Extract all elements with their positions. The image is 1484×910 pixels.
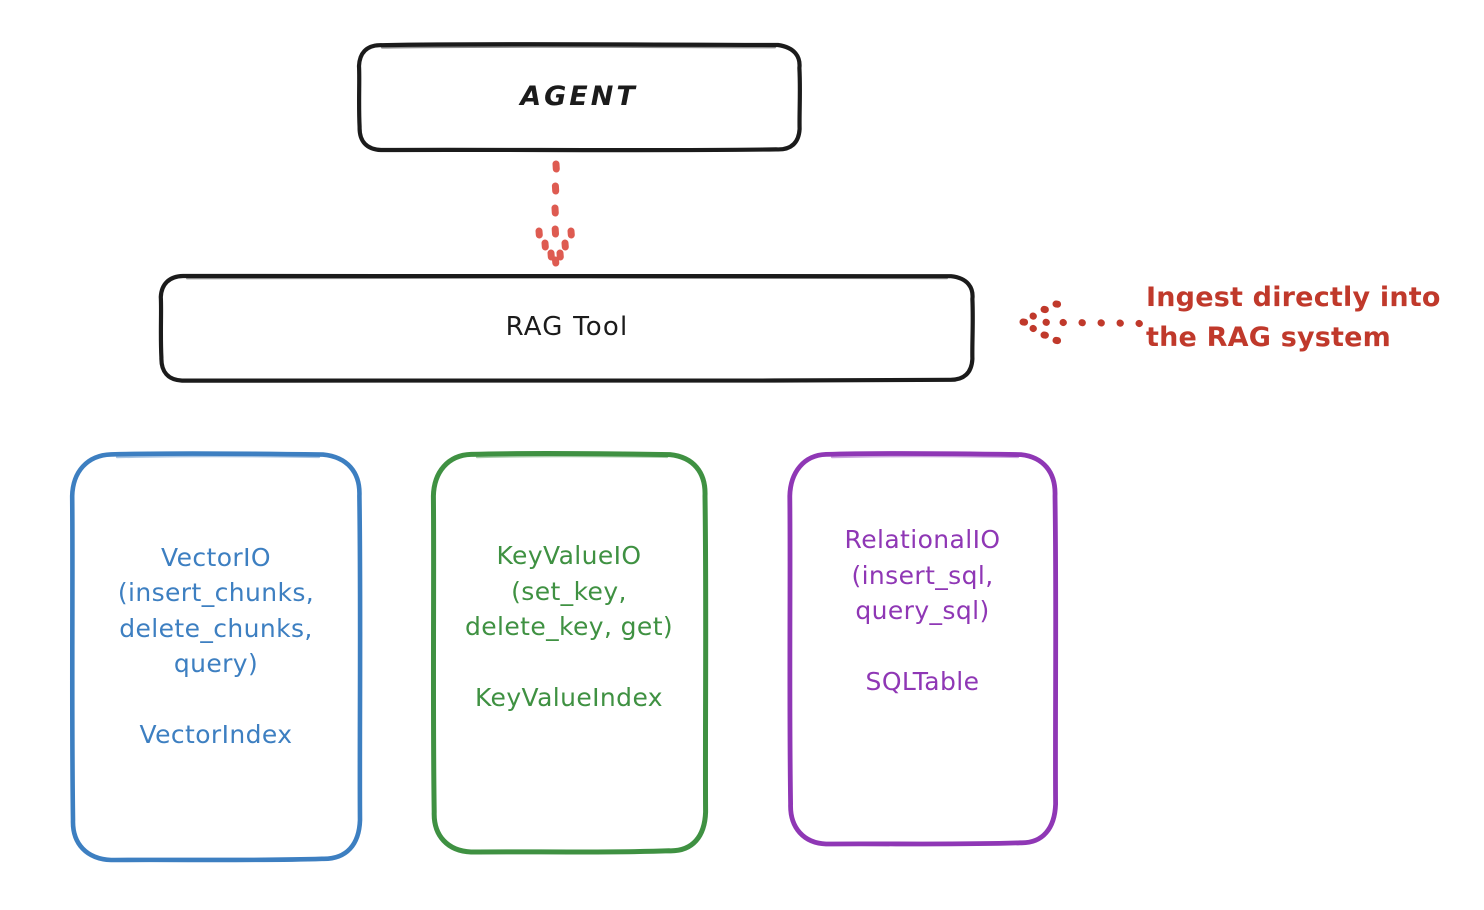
node-vectorio[interactable]: VectorIO (insert_chunks, delete_chunks, … <box>67 450 365 864</box>
node-agent[interactable]: AGENT <box>355 41 803 153</box>
node-agent-label: AGENT <box>520 80 638 112</box>
node-relationalio[interactable]: RelationalIO (insert_sql, query_sql) SQL… <box>784 450 1061 848</box>
node-rag-tool[interactable]: RAG Tool <box>157 272 977 383</box>
node-keyvalueio-sublabel: KeyValueIndex <box>474 682 663 712</box>
relationalio-box-outline <box>787 451 1059 847</box>
node-keyvalueio[interactable]: KeyValueIO (set_key, delete_key, get) Ke… <box>427 450 711 856</box>
ingest-into-rag-arrow-icon <box>1015 295 1145 351</box>
node-vectorio-sublabel: VectorIndex <box>139 719 293 749</box>
agent-to-rag-tool-arrow-icon <box>500 158 620 268</box>
keyvalueio-box-outline <box>430 450 709 855</box>
node-relationalio-sublabel: SQLTable <box>865 666 980 696</box>
node-rag-tool-label: RAG Tool <box>505 312 629 343</box>
ingest-annotation-text: Ingest directly into the RAG system <box>1146 282 1441 353</box>
node-vectorio-label: VectorIO (insert_chunks, delete_chunks, … <box>117 542 315 679</box>
node-relationalio-label: RelationalIO (insert_sql, query_sql) <box>844 525 1001 626</box>
node-keyvalueio-label: KeyValueIO (set_key, delete_key, get) <box>464 541 674 642</box>
